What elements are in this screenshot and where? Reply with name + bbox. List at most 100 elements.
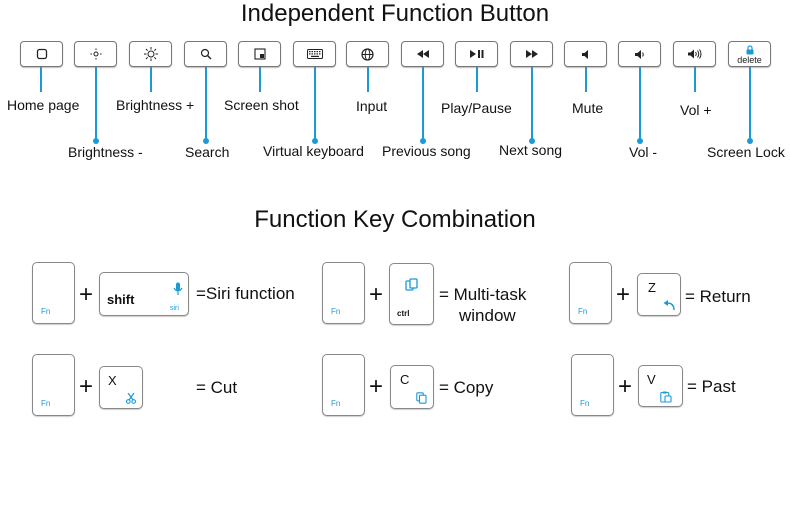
mute-button[interactable]	[564, 41, 607, 67]
connector-dot-keyboard	[312, 138, 318, 144]
plus-sign: +	[369, 281, 384, 308]
x-key[interactable]: X	[99, 366, 143, 409]
connector-dot-vol-down	[637, 138, 643, 144]
fn-key[interactable]: Fn	[322, 354, 365, 416]
plus-sign: +	[618, 373, 633, 400]
search-icon	[200, 48, 211, 60]
label-virtual-keyboard: Virtual keyboard	[263, 143, 364, 159]
connector-dot-search	[203, 138, 209, 144]
label-input: Input	[356, 98, 388, 114]
result-cut: = Cut	[196, 378, 238, 397]
connector-play-pause	[476, 67, 478, 92]
fn-key[interactable]: Fn	[32, 354, 75, 416]
fn-key[interactable]: Fn	[569, 262, 612, 324]
connector-vol-down	[639, 67, 641, 140]
play-pause-button[interactable]	[455, 41, 498, 67]
connector-mute	[585, 67, 587, 92]
label-mute: Mute	[572, 100, 604, 116]
plus-sign: +	[79, 373, 94, 400]
fn-key-label: Fn	[331, 307, 341, 316]
c-key[interactable]: C	[390, 365, 434, 409]
connector-vol-up	[694, 67, 696, 92]
microphone-icon	[173, 282, 183, 295]
volume-up-button[interactable]	[673, 41, 716, 67]
fn-key[interactable]: Fn	[571, 354, 614, 416]
fn-key-label: Fn	[41, 307, 51, 316]
siri-sub-label: siri	[170, 305, 179, 312]
connector-home	[40, 67, 42, 92]
globe-icon	[361, 47, 374, 61]
ctrl-key[interactable]: ctrl	[389, 263, 434, 325]
label-search: Search	[185, 144, 230, 160]
label-screen-shot: Screen shot	[224, 97, 299, 113]
label-home-page: Home page	[7, 97, 80, 113]
home-button[interactable]	[20, 41, 63, 67]
connector-dot-next	[529, 138, 535, 144]
fn-key[interactable]: Fn	[32, 262, 75, 324]
label-screen-lock: Screen Lock	[707, 144, 785, 160]
rewind-icon	[416, 50, 429, 58]
fn-key-label: Fn	[578, 307, 588, 316]
label-next-song: Next song	[499, 142, 563, 158]
search-button[interactable]	[184, 41, 227, 67]
result-return: = Return	[685, 287, 751, 306]
c-key-label: C	[400, 372, 410, 387]
screen-lock-button[interactable]: delete	[728, 41, 771, 67]
x-key-label: X	[108, 373, 117, 388]
label-brightness-down: Brightness -	[68, 144, 143, 160]
fn-key-label: Fn	[331, 399, 341, 408]
play-pause-icon	[469, 50, 483, 58]
volume-down-button[interactable]	[618, 41, 661, 67]
plus-sign: +	[369, 373, 384, 400]
screenshot-icon	[253, 48, 266, 60]
connector-brightness-up	[150, 67, 152, 92]
scissors-icon	[126, 393, 136, 404]
label-previous-song: Previous song	[382, 143, 471, 159]
connector-screenshot	[259, 67, 261, 92]
z-key[interactable]: Z	[637, 273, 681, 316]
brightness-down-button[interactable]	[74, 41, 117, 67]
virtual-keyboard-button[interactable]	[293, 41, 336, 67]
v-key[interactable]: V	[638, 365, 683, 407]
connector-brightness-down	[95, 67, 97, 140]
result-copy: = Copy	[439, 378, 494, 397]
connector-dot-lock	[747, 138, 753, 144]
brightness-up-button[interactable]	[129, 41, 172, 67]
brightness-up-icon	[143, 47, 158, 61]
input-button[interactable]	[346, 41, 389, 67]
multitask-windows-icon	[405, 278, 418, 291]
z-key-label: Z	[648, 280, 656, 295]
fn-key-label: Fn	[41, 399, 51, 408]
shift-key-label: shift	[107, 292, 135, 307]
connector-keyboard	[314, 67, 316, 140]
lock-icon	[746, 45, 753, 55]
plus-sign: +	[616, 281, 631, 308]
result-multi-task: = Multi-task	[439, 285, 527, 304]
label-play-pause: Play/Pause	[441, 100, 512, 116]
next-song-button[interactable]	[510, 41, 553, 67]
label-vol-up: Vol +	[680, 102, 712, 118]
result-paste: = Past	[687, 377, 736, 396]
title-function-key-combination: Function Key Combination	[254, 206, 536, 233]
brightness-down-icon	[90, 48, 101, 60]
return-arrow-icon	[663, 300, 675, 311]
connector-dot-brightness-down	[93, 138, 99, 144]
delete-key-text: delete	[737, 55, 762, 65]
previous-song-button[interactable]	[401, 41, 444, 67]
shift-key[interactable]: shift siri	[99, 272, 189, 316]
plus-sign: +	[79, 281, 94, 308]
connector-search	[205, 67, 207, 140]
screenshot-button[interactable]	[238, 41, 281, 67]
connector-previous	[422, 67, 424, 140]
v-key-label: V	[647, 372, 656, 387]
paste-icon	[660, 391, 672, 403]
connector-lock	[749, 67, 751, 140]
ctrl-key-label: ctrl	[397, 309, 410, 318]
fn-key-label: Fn	[580, 399, 590, 408]
volume-down-icon	[634, 49, 644, 59]
connector-input	[367, 67, 369, 92]
connector-next	[531, 67, 533, 140]
copy-icon	[416, 392, 427, 404]
home-square-icon	[36, 48, 47, 60]
fn-key[interactable]: Fn	[322, 262, 365, 324]
